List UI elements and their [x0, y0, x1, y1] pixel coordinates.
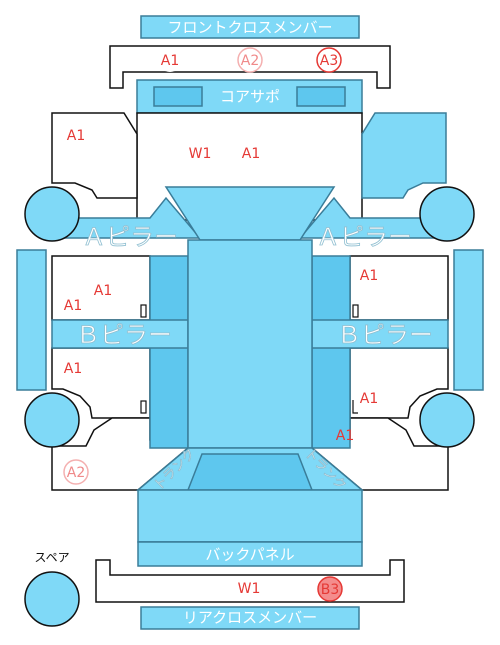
left-front-fender[interactable] — [51, 112, 138, 199]
lf-door-a1-top-code: A1 — [94, 283, 112, 299]
fcm-a3-code: A3 — [320, 53, 338, 69]
trunk-floor-inner — [186, 453, 314, 491]
b-pillar-right-label: Ｂピラー — [337, 321, 433, 349]
a-pillar-right-label: Ａピラー — [316, 223, 412, 251]
rear-cross-member-label: リアクロスメンバー — [183, 609, 317, 627]
left-rear-door-handle — [140, 400, 147, 414]
front-cross-member-label: フロントクロスメンバー — [167, 19, 332, 37]
roof-panel[interactable] — [187, 239, 313, 449]
lr-door-a1-code: A1 — [64, 361, 82, 377]
rcm-b3-code: B3 — [321, 582, 340, 598]
lr-quarter-a2-code: A2 — [67, 465, 85, 481]
front-bumper-bracket[interactable] — [109, 45, 391, 89]
front-cross-member[interactable] — [140, 15, 360, 39]
rcm-w1-code: W1 — [238, 581, 261, 597]
b-pillar-left-label: Ｂピラー — [76, 321, 172, 349]
right-front-door-handle — [352, 304, 359, 318]
core-support-left-opening — [153, 86, 203, 107]
rr-quarter-a1-code: A1 — [336, 428, 354, 444]
a-pillar-right-band[interactable] — [298, 196, 449, 239]
wheel-rear-left[interactable] — [24, 392, 80, 448]
fcm-a3-marker — [316, 47, 342, 73]
wheel-rear-right[interactable] — [419, 392, 475, 448]
back-panel-lower[interactable] — [137, 541, 363, 567]
fcm-a2-code: A2 — [241, 53, 259, 69]
core-support-label: コアサポ — [220, 88, 280, 106]
lf-fender-a1-code: A1 — [67, 128, 85, 144]
rf-door-a1-code: A1 — [360, 268, 378, 284]
spare-label: スペア — [34, 551, 69, 565]
lr-quarter-a2-marker — [63, 459, 89, 485]
rcm-b3-marker — [317, 576, 343, 602]
fcm-a1-marker — [158, 48, 182, 72]
fcm-a1-code: A1 — [161, 53, 179, 69]
wheel-front-left[interactable] — [24, 186, 80, 242]
lf-door-a1-bottom-code: A1 — [64, 298, 82, 314]
b-pillar-right-band[interactable] — [311, 319, 449, 349]
core-support-right-opening — [296, 86, 346, 107]
right-inner-sill[interactable] — [311, 255, 351, 449]
back-panel[interactable] — [137, 489, 363, 543]
rear-bumper-bracket[interactable] — [95, 559, 405, 603]
left-rocker[interactable] — [16, 249, 47, 391]
right-front-door[interactable] — [349, 255, 449, 321]
right-rocker[interactable] — [453, 249, 484, 391]
left-inner-sill[interactable] — [149, 255, 189, 449]
left-front-door-handle — [140, 304, 147, 318]
rear-cross-member[interactable] — [140, 606, 360, 630]
fcm-a2-marker — [237, 47, 263, 73]
hood-w1-code: W1 — [189, 146, 212, 162]
right-front-fender[interactable] — [361, 112, 447, 199]
right-rear-door-handle — [352, 400, 358, 414]
hood-a1-code: A1 — [242, 146, 260, 162]
rr-door-a1-code: A1 — [360, 391, 378, 407]
wheel-front-right[interactable] — [419, 186, 475, 242]
a-pillar-left-label: Ａピラー — [82, 223, 178, 251]
spare-tire[interactable] — [24, 571, 80, 627]
back-panel-label: バックパネル — [205, 546, 294, 564]
